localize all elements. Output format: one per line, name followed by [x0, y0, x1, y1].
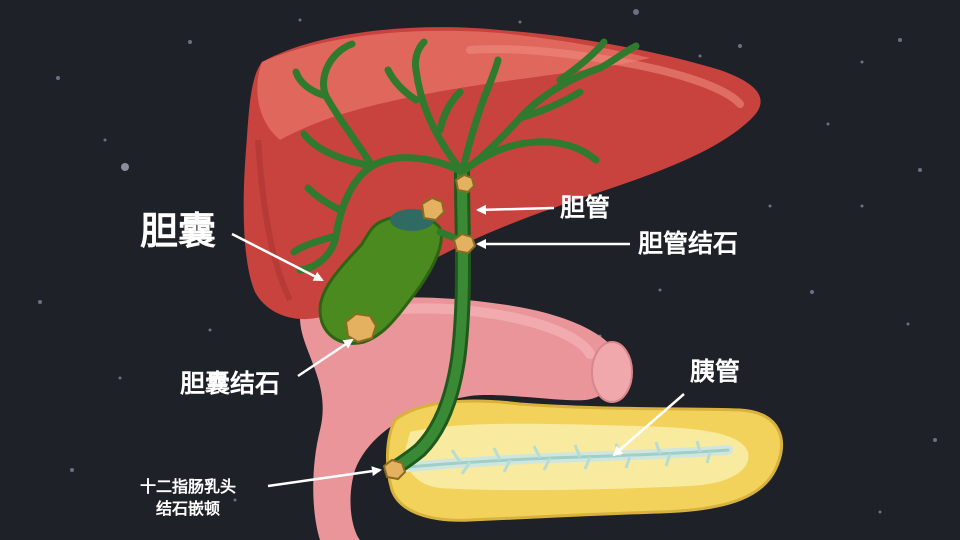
label-papilla-line1: 十二指肠乳头 [140, 477, 237, 496]
star-large [121, 163, 129, 171]
bile-duct-stone-upper [454, 173, 476, 194]
label-gallbladder-stone: 胆囊结石 [180, 369, 281, 398]
star-field [38, 9, 937, 514]
label-pancreatic-duct: 胰管 [690, 357, 741, 386]
label-gallbladder: 胆囊 [140, 209, 217, 253]
pointer-arrows [231, 204, 685, 488]
gallbladder-stone [344, 312, 378, 344]
liver-shape [243, 27, 761, 320]
pancreas-shape [385, 399, 784, 522]
arrow-gallbladder [231, 232, 324, 282]
arrow-gallbladder-stone [297, 338, 354, 378]
stones [344, 173, 477, 481]
arrow-pancreatic-duct [612, 393, 685, 457]
label-bile-duct-stone: 胆管结石 [638, 229, 739, 258]
papilla-stone [382, 458, 407, 481]
cystic-duct-stone [420, 196, 446, 222]
arrow-bile-duct [476, 204, 555, 215]
bile-duct-stone [452, 232, 477, 255]
arrow-papilla [267, 466, 382, 488]
label-papilla: 十二指肠乳头 结石嵌顿 [140, 476, 236, 519]
label-papilla-line2: 结石嵌顿 [156, 498, 221, 518]
label-bile-duct: 胆管 [560, 193, 611, 222]
